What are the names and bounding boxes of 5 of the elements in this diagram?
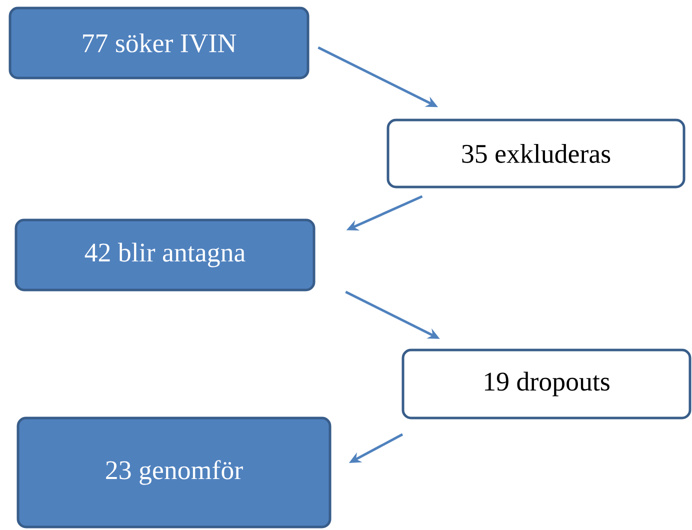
process-box: 42 blir antagna [14, 218, 316, 292]
process-box: 19 dropouts [402, 348, 692, 420]
process-box: 23 genomför [16, 416, 332, 528]
process-box: 35 exkluderas [386, 118, 686, 188]
process-box: 77 söker IVIN [8, 6, 310, 80]
